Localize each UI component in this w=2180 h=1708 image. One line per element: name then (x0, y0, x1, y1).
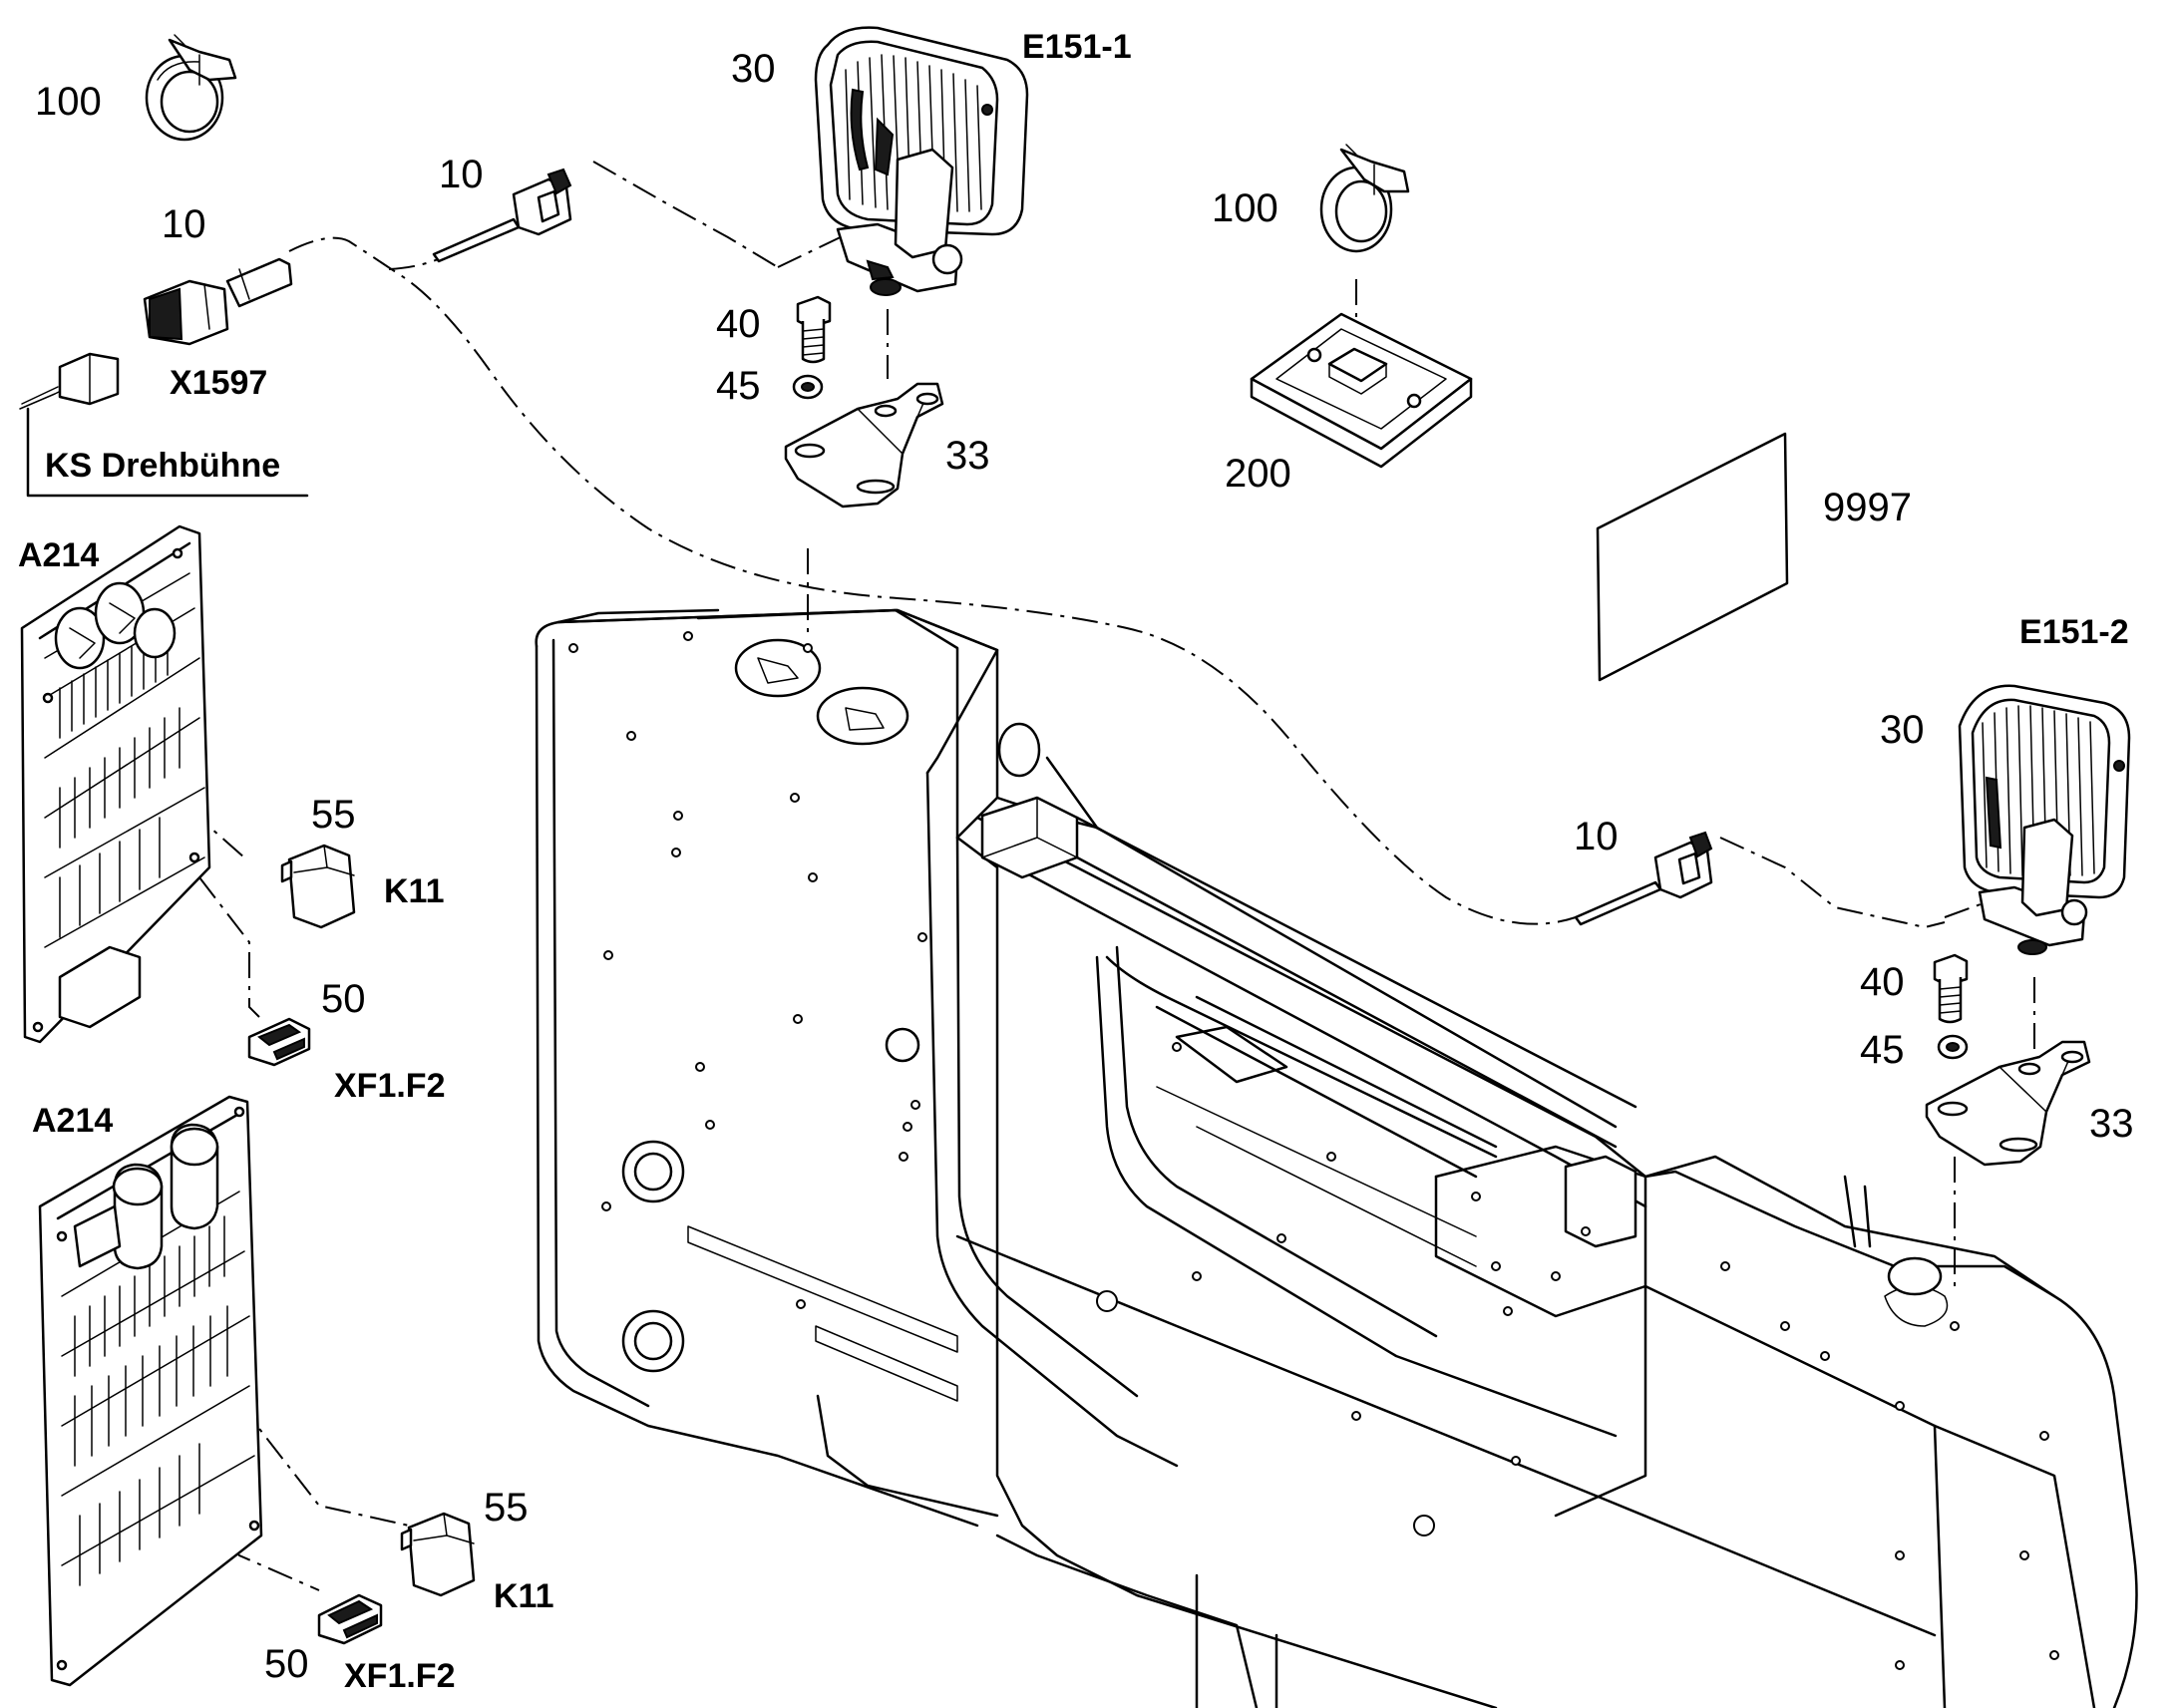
label-relay2-des: K11 (494, 1577, 554, 1615)
label-fuse2-des: XF1.F2 (344, 1657, 455, 1695)
label-fuse1-num: 50 (321, 977, 366, 1021)
hose-clamp-icon (1319, 144, 1410, 253)
label-bracket2: 33 (2089, 1102, 2134, 1146)
control-board-a214-bottom-icon (38, 1095, 263, 1687)
label-document: 9997 (1823, 486, 1912, 529)
label-tie-mount: 200 (1225, 452, 1291, 496)
label-a214-top: A214 (18, 536, 99, 574)
work-lamp-2-icon (1958, 684, 2131, 955)
washer-1-icon (792, 374, 824, 400)
label-relay1-num: 55 (311, 793, 356, 837)
label-lamp1-num: 30 (731, 47, 776, 91)
label-fuse2-num: 50 (264, 1642, 309, 1686)
label-lamp2-des: E151-2 (2019, 613, 2129, 651)
mounting-bracket-2-icon (1925, 1040, 2091, 1167)
callout-labels: 100 10 10 X1597 KS Drehbühne 30 E151-1 4… (18, 28, 2134, 1695)
label-connector-top: 10 (439, 153, 484, 196)
bolt-1-icon (796, 295, 832, 364)
mounting-bracket-1-icon (784, 382, 944, 509)
connector-x1597 (19, 257, 309, 498)
washer-2-icon (1937, 1034, 1969, 1060)
relay-k11-top-icon (280, 844, 356, 929)
label-lamp2-num: 30 (1880, 708, 1925, 752)
connector-top (432, 168, 572, 263)
label-x1597: X1597 (170, 364, 267, 402)
hose-clamp-icon (145, 34, 237, 142)
work-lamp-1-icon (814, 26, 1029, 296)
label-lamp1-des: E151-1 (1022, 28, 1132, 66)
label-clip-top-left: 100 (35, 80, 102, 124)
connector-right (1574, 831, 1713, 926)
document-icon (1596, 432, 1789, 682)
label-connector-right: 10 (1574, 815, 1619, 858)
label-washer1: 45 (716, 364, 761, 408)
bolt-2-icon (1933, 953, 1969, 1024)
cable-tie-mount-icon (1250, 312, 1473, 469)
platform-frame (535, 608, 2138, 1708)
label-relay1-des: K11 (384, 872, 445, 910)
label-fuse1-des: XF1.F2 (334, 1067, 445, 1105)
label-connector-left: 10 (162, 202, 206, 246)
relay-k11-bottom-icon (400, 1512, 476, 1597)
fuse-xf1f2-bottom-icon (317, 1593, 383, 1645)
label-a214-bottom: A214 (32, 1102, 113, 1140)
fuse-xf1f2-top-icon (247, 1017, 311, 1067)
label-bolt1: 40 (716, 302, 761, 346)
label-clip-center: 100 (1212, 186, 1278, 230)
label-bolt2: 40 (1860, 960, 1905, 1004)
label-relay2-num: 55 (484, 1486, 529, 1530)
label-washer2: 45 (1860, 1028, 1905, 1072)
label-ks-drehbuehne: KS Drehbühne (45, 447, 280, 485)
control-board-a214-top-icon (20, 524, 211, 1044)
label-bracket1: 33 (945, 434, 990, 478)
